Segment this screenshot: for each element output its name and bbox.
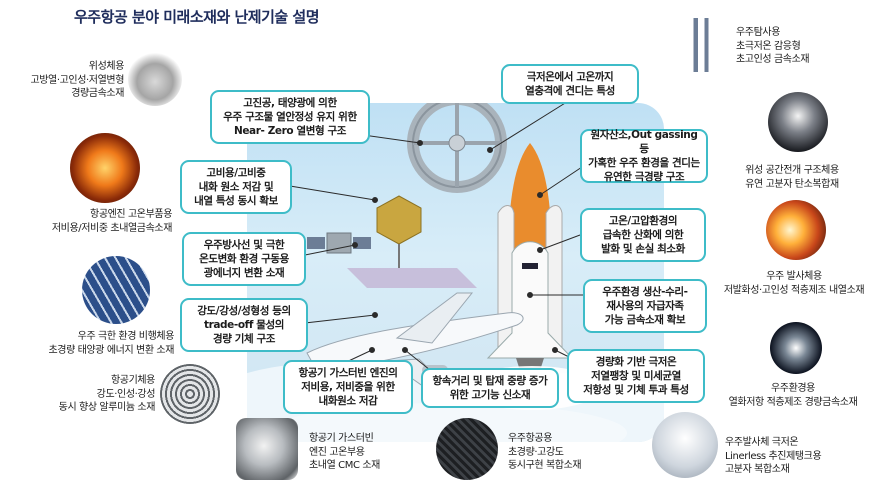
item-aluminum-airframe-label: 항공기체용 강도·인성·강성 동시 향상 알루미늄 소재 bbox=[58, 375, 156, 413]
callout-tradeoff-lightweight-airframe: 강도/강성/성형성 등의 trade-off 물성의 경량 기체 구조 bbox=[180, 298, 308, 352]
space-shuttle-icon bbox=[486, 143, 574, 383]
callout-refractory-reduction: 고비용/고비중 내화 원소 저감 및 내열 특성 동시 확보 bbox=[180, 160, 292, 214]
page-title: 우주항공 분야 미래소재와 난제기술 설명 bbox=[74, 8, 320, 26]
item-cryogenic-metal-label: 우주탐사용 초극저온 감응형 초고인성 금속소재 bbox=[736, 27, 810, 65]
engine-icon bbox=[236, 418, 298, 480]
rocket-flame-icon bbox=[766, 200, 826, 260]
callout-near-zero-thermal-structure: 고진공, 태양광에 의한 우주 구조물 열안정성 유지 위한 Near- Zer… bbox=[210, 90, 370, 144]
item-additive-light-metal-label: 우주환경용 열화저항 적층제조 경량금속소재 bbox=[728, 383, 858, 408]
callout-oxidation-minimization: 고온/고압환경의 급속한 산화에 의한 발화 및 손실 최소화 bbox=[580, 208, 706, 262]
item-cmc-material-label: 항공기 가스터빈 엔진 고온부용 초내열 CMC 소재 bbox=[309, 433, 380, 471]
item-composite-material-label: 우주항공용 초경량·고강도 동시구현 복합소재 bbox=[508, 433, 582, 471]
nozzle-icon bbox=[768, 92, 828, 152]
powder-icon bbox=[128, 52, 182, 106]
metal-coil-icon bbox=[160, 364, 220, 424]
callout-cryogenic-low-expansion: 경량화 기반 극저온 저열팽창 및 미세균열 저항성 및 기체 투과 특성 bbox=[567, 349, 705, 403]
item-aero-engine-superalloy-label: 항공엔진 고온부품용 저비용/저비중 초내열금속소재 bbox=[51, 209, 173, 234]
solar-panel-icon bbox=[82, 256, 150, 324]
callout-flexible-ultralight-structure: 원자산소,Out gassing 등 가혹한 우주 환경을 견디는 유연한 극경… bbox=[580, 129, 708, 183]
shuttle-icon bbox=[770, 322, 822, 374]
callout-light-energy-conversion: 우주방사선 및 극한 온도변화 환경 구동용 광에너지 변환 소재 bbox=[182, 232, 306, 286]
satellite-icon bbox=[307, 232, 371, 254]
callout-range-payload-material: 항속거리 및 탑재 중량 증가 위한 고기능 신소재 bbox=[421, 368, 559, 408]
turbine-fire-icon bbox=[70, 133, 140, 203]
item-flexible-carbon-composite-label: 위성 공간전개 구조체용 유연 고분자 탄소복합재 bbox=[745, 165, 839, 190]
space-station-icon bbox=[672, 18, 726, 72]
callout-gas-turbine-refractory: 항공기 가스터빈 엔진의 저비용, 저비중을 위한 내화원소 저감 bbox=[283, 360, 413, 414]
callout-self-sufficient-metal: 우주환경 생산-수리- 재사용의 자급자족 가능 금속소재 확보 bbox=[583, 279, 707, 333]
telescope-icon bbox=[347, 195, 477, 288]
item-solar-energy-material-label: 우주 극한 환경 비행체용 초경량 태양광 에너지 변환 소재 bbox=[48, 331, 174, 356]
item-satellite-metal-label: 위성체용 고방열·고인성·저열변형 경량금속소재 bbox=[30, 61, 124, 99]
tank-icon bbox=[652, 412, 718, 478]
space-station-ring-icon bbox=[407, 103, 507, 193]
carbon-fabric-icon bbox=[436, 418, 498, 480]
item-heat-resistant-additive-label: 우주 발사체용 저발화성·고인성 적층제조 내열소재 bbox=[723, 271, 865, 296]
callout-thermal-shock-resistance: 극저온에서 고온까지 열충격에 견디는 특성 bbox=[501, 64, 639, 104]
item-linerless-tank-label: 우주발사체 극저온 Linerless 추진제탱크용 고분자 복합소재 bbox=[725, 437, 822, 475]
